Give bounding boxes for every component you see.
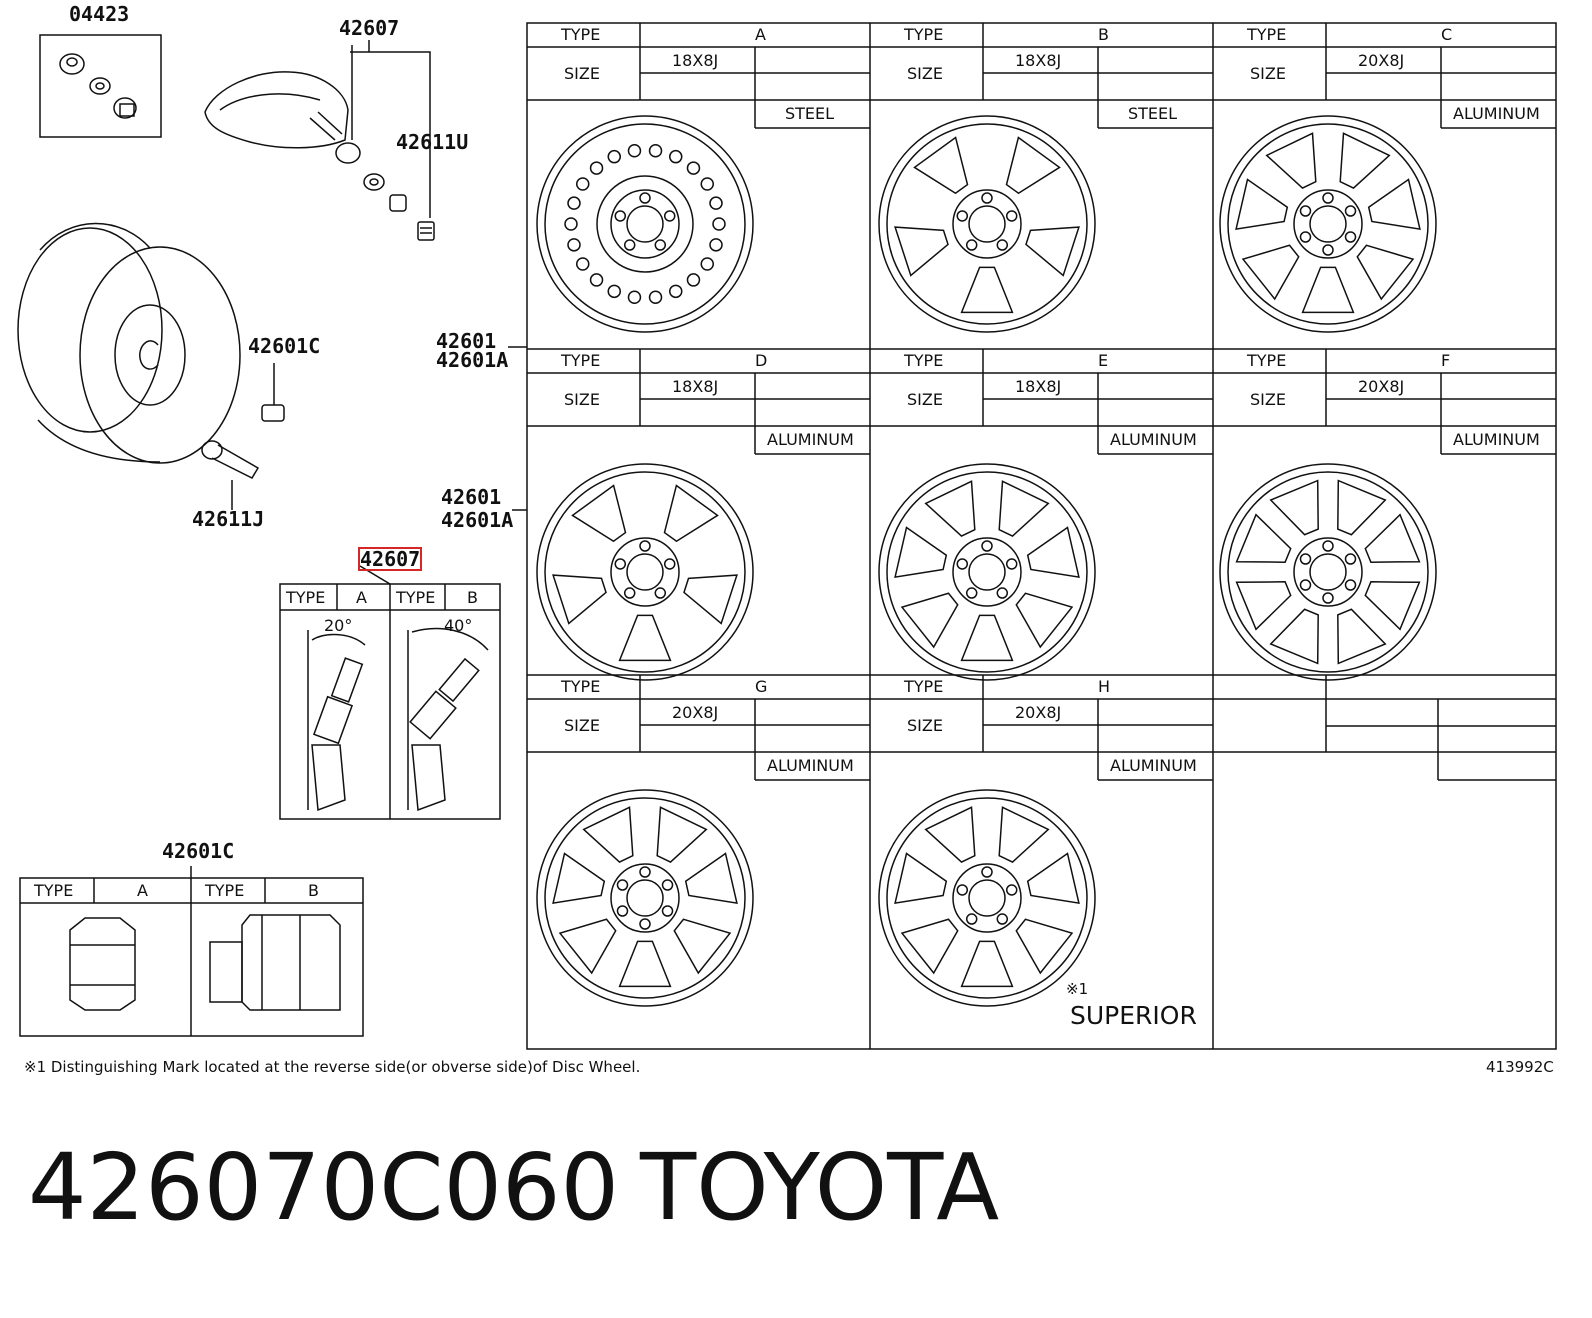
label-42601-a: 42601 (436, 329, 497, 353)
cell-grid (870, 675, 1213, 781)
valve-42611J-drawing (201, 440, 260, 510)
wheel-C-size-label: SIZE (1250, 64, 1286, 83)
wheel-b-drawing (878, 115, 1096, 333)
superior-label: SUPERIOR (1070, 1001, 1197, 1030)
wheel-H-size-value: 20X8J (1015, 703, 1062, 722)
valve-type-label-a: TYPE (286, 588, 326, 607)
wheel-a-drawing (536, 115, 754, 333)
cell-grid (1213, 349, 1556, 455)
wheel-B-size-label: SIZE (907, 64, 943, 83)
wheel-D-size-value: 18X8J (672, 377, 719, 396)
label-42601C-mid: 42601C (248, 334, 321, 358)
nut-type-b: B (308, 881, 319, 900)
wheel-h-drawing (878, 789, 1096, 1007)
wheel-G-size-label: SIZE (564, 716, 600, 735)
nut-type-label-a: TYPE (34, 881, 74, 900)
cell-grid (527, 349, 870, 455)
wheel-G-type-label: TYPE (561, 677, 601, 696)
label-04423: 04423 (69, 2, 130, 26)
kit-04423-box (39, 34, 162, 138)
label-42601A-b: 42601A (441, 508, 514, 532)
wheel-E-type-value: E (1098, 351, 1109, 370)
wheel-A-size-value: 18X8J (672, 51, 719, 70)
valve-type-b: B (467, 588, 478, 607)
nut-type-label-b: TYPE (205, 881, 245, 900)
tpms-sensor-drawing (204, 71, 435, 241)
cell-grid (870, 23, 1213, 129)
wheel-F-size-label: SIZE (1250, 390, 1286, 409)
wheel-F-type-value: F (1441, 351, 1451, 370)
wheel-D-type-value: D (755, 351, 768, 370)
wheel-A-size-label: SIZE (564, 64, 600, 83)
wheel-d-drawing (536, 463, 754, 681)
wheel-drawings (536, 115, 1437, 1007)
label-42607-highlighted[interactable]: 42607 (357, 547, 423, 571)
nut-type-a-drawing (69, 917, 136, 1011)
tire-drawing (17, 222, 241, 464)
wheel-F-size-value: 20X8J (1358, 377, 1405, 396)
wheel-A-type-label: TYPE (561, 25, 601, 44)
label-42601A-a: 42601A (436, 348, 509, 372)
label-42611U: 42611U (396, 130, 469, 154)
wheel-G-size-value: 20X8J (672, 703, 719, 722)
mark-symbol: ※1 (1066, 980, 1089, 998)
valve-type-a-drawing (307, 630, 366, 812)
wheel-E-material: ALUMINUM (1110, 430, 1197, 449)
wheel-A-type-value: A (755, 25, 766, 44)
wheel-D-type-label: TYPE (561, 351, 601, 370)
wheel-g-drawing (536, 789, 754, 1007)
valve-type-b-drawing (407, 627, 489, 812)
wheel-E-size-label: SIZE (907, 390, 943, 409)
wheel-D-size-label: SIZE (564, 390, 600, 409)
diagram-code: 413992C (1486, 1058, 1554, 1076)
footnote: ※1 Distinguishing Mark located at the re… (24, 1058, 641, 1076)
wheel-H-size-label: SIZE (907, 716, 943, 735)
label-42607-top: 42607 (339, 16, 400, 40)
wheel-E-type-label: TYPE (904, 351, 944, 370)
valve-cap-kit-parts (59, 53, 137, 119)
wheel-B-size-value: 18X8J (1015, 51, 1062, 70)
wheel-H-type-label: TYPE (904, 677, 944, 696)
wheel-c-drawing (1219, 115, 1437, 333)
wheel-G-material: ALUMINUM (767, 756, 854, 775)
wheel-B-material: STEEL (1128, 104, 1178, 123)
valve-type-label-b: TYPE (396, 588, 436, 607)
part-number: 426070C060 (28, 1134, 620, 1241)
wheel-G-type-value: G (755, 677, 768, 696)
wheel-D-material: ALUMINUM (767, 430, 854, 449)
valve-angle-a: 20° (324, 616, 353, 635)
cell-grid (527, 675, 870, 781)
wheel-F-material: ALUMINUM (1453, 430, 1540, 449)
lug-nut-drawing (261, 363, 285, 422)
wheel-C-type-value: C (1441, 25, 1453, 44)
wheel-f-drawing (1219, 463, 1437, 681)
wheel-grid-lines (526, 22, 1557, 1050)
cell-grid (1213, 23, 1556, 129)
cell-grid (870, 349, 1213, 455)
nut-type-b-drawing (209, 914, 341, 1011)
wheel-C-material: ALUMINUM (1453, 104, 1540, 123)
valve-type-a: A (356, 588, 367, 607)
label-42611J: 42611J (192, 507, 265, 531)
brand-name: TOYOTA (640, 1134, 1000, 1241)
nut-type-a: A (137, 881, 148, 900)
wheel-H-material: ALUMINUM (1110, 756, 1197, 775)
wheel-cell-grids (527, 23, 1556, 781)
wheel-C-size-value: 20X8J (1358, 51, 1405, 70)
wheel-F-type-label: TYPE (1247, 351, 1287, 370)
wheel-A-material: STEEL (785, 104, 835, 123)
wheel-B-type-value: B (1098, 25, 1109, 44)
cell-grid (527, 23, 870, 129)
wheel-C-type-label: TYPE (1247, 25, 1287, 44)
wheel-e-drawing (878, 463, 1096, 681)
wheel-E-size-value: 18X8J (1015, 377, 1062, 396)
wheel-B-type-label: TYPE (904, 25, 944, 44)
valve-angle-b: 40° (444, 616, 473, 635)
label-42601C-bottom: 42601C (162, 839, 235, 863)
label-42601-b: 42601 (441, 485, 502, 509)
wheel-H-type-value: H (1098, 677, 1111, 696)
empty-cell-grid (1213, 675, 1556, 781)
